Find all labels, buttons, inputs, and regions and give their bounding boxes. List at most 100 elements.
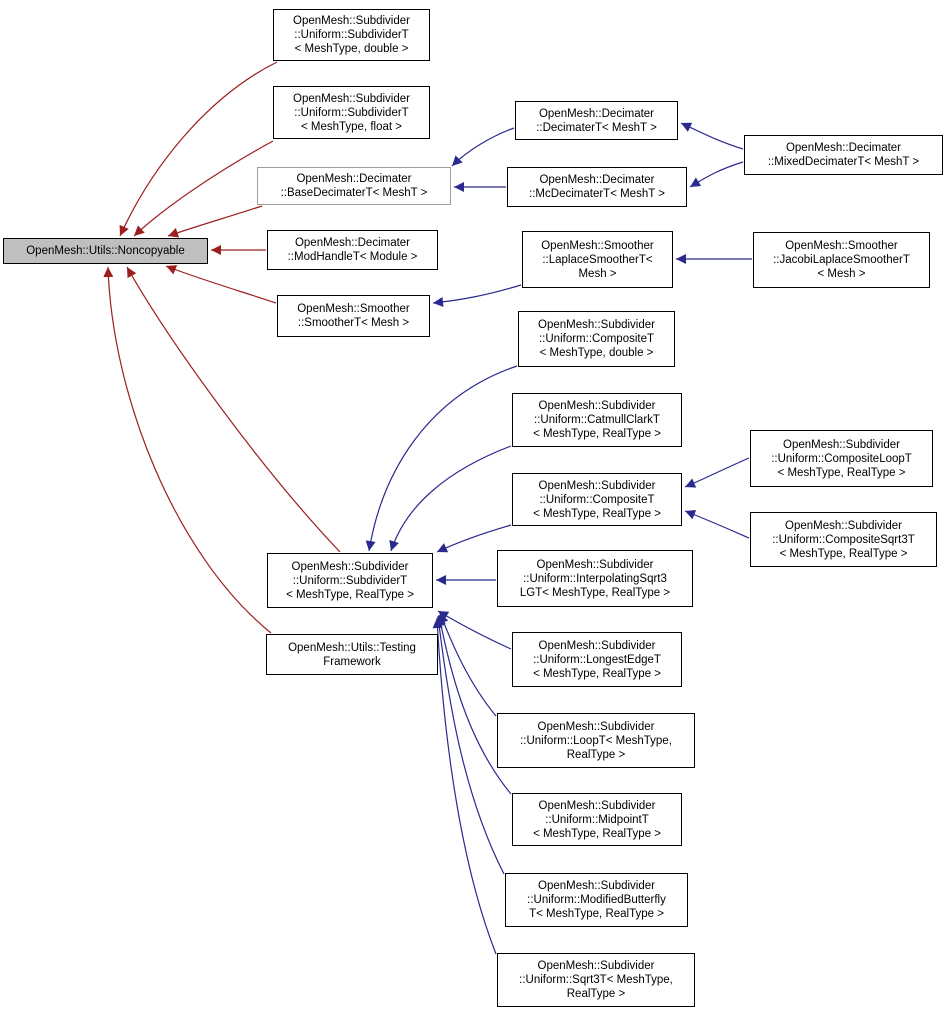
node-label-line: ::Uniform::SubdividerT: [294, 106, 409, 119]
node-label-line: ::LaplaceSmootherT<: [542, 253, 653, 266]
edge-testing-framework-to-noncopyable: [103, 266, 272, 634]
node-label-line: ::Uniform::CatmullClarkT: [534, 414, 660, 426]
edge-midpoint-to-subdivider-real: [435, 614, 512, 795]
node-composite-double[interactable]: OpenMesh::Subdivider::Uniform::Composite…: [518, 311, 675, 367]
node-label-line: ::DecimaterT< MeshT >: [536, 121, 657, 134]
node-label-line: T< MeshType, RealType >: [529, 908, 664, 920]
node-label-line: ::BaseDecimaterT< MeshT >: [280, 187, 428, 199]
node-label-line: OpenMesh::Smoother: [541, 239, 654, 252]
node-midpoint[interactable]: OpenMesh::Subdivider::Uniform::MidpointT…: [512, 793, 682, 846]
node-smoother[interactable]: OpenMesh::Smoother::SmootherT< Mesh >: [277, 295, 430, 337]
node-label-line: OpenMesh::Subdivider: [293, 92, 410, 105]
node-composite-real[interactable]: OpenMesh::Subdivider::Uniform::Composite…: [512, 473, 682, 526]
node-label-line: ::Uniform::InterpolatingSqrt3: [523, 572, 667, 585]
node-label-line: OpenMesh::Subdivider: [537, 960, 655, 972]
node-label-line: OpenMesh::Subdivider: [538, 799, 656, 812]
edge-catmull-clark-to-subdivider-real: [389, 445, 512, 552]
node-label-line: OpenMesh::Subdivider: [783, 438, 900, 451]
node-label-line: < MeshType, RealType >: [533, 667, 661, 680]
node-mod-handle[interactable]: OpenMesh::Decimater::ModHandleT< Module …: [267, 230, 438, 270]
node-label-line: OpenMesh::Decimater: [785, 142, 902, 154]
node-label-line: ::McDecimaterT< MeshT >: [529, 188, 665, 200]
node-composite-loop[interactable]: OpenMesh::Subdivider::Uniform::Composite…: [750, 430, 933, 487]
node-label-line: OpenMesh::Decimater: [538, 107, 655, 120]
node-label-line: OpenMesh::Decimater: [294, 237, 411, 249]
node-label-line: ::Uniform::SubdividerT: [294, 29, 409, 41]
node-catmull-clark[interactable]: OpenMesh::Subdivider::Uniform::CatmullCl…: [512, 393, 682, 447]
node-longest-edge[interactable]: OpenMesh::Subdivider::Uniform::LongestEd…: [512, 632, 682, 687]
edge-decimater-to-base-decimater: [451, 127, 515, 167]
node-label-line: < MeshType, double >: [294, 43, 409, 55]
node-label-line: OpenMesh::Smoother: [785, 240, 898, 252]
node-label-line: OpenMesh::Subdivider: [538, 400, 656, 412]
node-label-line: < MeshType, RealType >: [286, 588, 414, 601]
node-label-line: LGT< MeshType, RealType >: [519, 586, 671, 599]
node-label-line: ::Uniform::ModifiedButterfly: [527, 894, 666, 906]
node-label-line: ::Uniform::SubdividerT: [292, 574, 408, 587]
node-label-line: OpenMesh::Subdivider: [538, 319, 655, 331]
node-label-line: RealType >: [566, 748, 626, 761]
node-label-line: OpenMesh::Subdivider: [293, 15, 410, 27]
node-decimater[interactable]: OpenMesh::Decimater::DecimaterT< MeshT >: [515, 101, 678, 140]
node-label-line: < MeshType, RealType >: [533, 827, 661, 840]
node-label-line: < Mesh >: [817, 268, 866, 280]
node-subdivider-double[interactable]: OpenMesh::Subdivider::Uniform::Subdivide…: [273, 9, 430, 61]
node-label-line: ::Uniform::MidpointT: [545, 813, 649, 826]
edge-subdivider-double-to-noncopyable: [119, 61, 278, 237]
node-noncopyable: OpenMesh::Utils::Noncopyable: [3, 238, 208, 264]
node-label-line: ::Uniform::LoopT< MeshType,: [520, 734, 672, 747]
node-label-line: Framework: [323, 655, 381, 668]
node-label-line: < MeshType, double >: [539, 347, 654, 359]
node-label-line: OpenMesh::Decimater: [296, 173, 412, 185]
node-label-line: ::SmootherT< Mesh >: [297, 317, 410, 329]
node-label-line: < MeshType, RealType >: [533, 428, 661, 440]
node-label-line: OpenMesh::Subdivider: [537, 720, 655, 733]
node-label-line: OpenMesh::Utils::Testing: [288, 641, 416, 654]
edge-composite-sqrt3-to-composite-real: [684, 509, 750, 539]
node-sqrt3[interactable]: OpenMesh::Subdivider::Uniform::Sqrt3T< M…: [497, 953, 695, 1007]
edge-smoother-to-noncopyable: [165, 265, 277, 304]
node-subdivider-real[interactable]: OpenMesh::Subdivider::Uniform::Subdivide…: [267, 553, 433, 608]
edge-laplace-smoother-to-smoother: [432, 284, 522, 307]
node-label-line: OpenMesh::Subdivider: [785, 519, 902, 532]
node-label-line: ::Uniform::LongestEdgeT: [533, 653, 661, 666]
node-interpolating-sqrt3-lgt[interactable]: OpenMesh::Subdivider::Uniform::Interpola…: [497, 550, 693, 607]
node-label-line: OpenMesh::Utils::Noncopyable: [26, 245, 185, 257]
node-label-line: OpenMesh::Decimater: [539, 174, 655, 186]
node-label-line: OpenMesh::Subdivider: [538, 479, 656, 492]
node-base-decimater[interactable]: OpenMesh::Decimater::BaseDecimaterT< Mes…: [257, 167, 451, 205]
edge-subdivider-real-to-noncopyable: [126, 266, 341, 553]
node-laplace-smoother[interactable]: OpenMesh::Smoother::LaplaceSmootherT<Mes…: [522, 231, 673, 288]
node-label-line: < MeshType, RealType >: [533, 507, 661, 520]
node-label-line: ::JacobiLaplaceSmootherT: [773, 254, 910, 266]
node-label-line: ::ModHandleT< Module >: [287, 251, 418, 263]
edge-mixed-decimater-to-mc-decimater: [689, 161, 744, 188]
edge-composite-real-to-subdivider-real: [436, 524, 512, 553]
edge-modified-butterfly-to-subdivider-real: [434, 615, 505, 875]
node-label-line: ::Uniform::Sqrt3T< MeshType,: [519, 974, 673, 986]
edge-base-decimater-to-noncopyable: [167, 205, 263, 238]
node-label-line: < MeshType, RealType >: [777, 466, 906, 479]
edge-longest-edge-to-subdivider-real: [437, 610, 512, 650]
edge-mixed-decimater-to-decimater: [680, 122, 744, 150]
node-loop[interactable]: OpenMesh::Subdivider::Uniform::LoopT< Me…: [497, 713, 695, 768]
node-label-line: ::Uniform::CompositeLoopT: [771, 452, 912, 465]
node-mixed-decimater[interactable]: OpenMesh::Decimater::MixedDecimaterT< Me…: [744, 135, 943, 175]
node-jacobi-laplace-smoother[interactable]: OpenMesh::Smoother::JacobiLaplaceSmoothe…: [753, 232, 930, 288]
node-subdivider-float[interactable]: OpenMesh::Subdivider::Uniform::Subdivide…: [273, 86, 430, 139]
edge-subdivider-float-to-noncopyable: [133, 140, 274, 237]
node-label-line: OpenMesh::Subdivider: [538, 880, 655, 892]
node-label-line: OpenMesh::Subdivider: [538, 639, 656, 652]
node-modified-butterfly[interactable]: OpenMesh::Subdivider::Uniform::ModifiedB…: [505, 873, 688, 927]
edge-sqrt3-to-subdivider-real: [432, 617, 497, 955]
node-composite-sqrt3[interactable]: OpenMesh::Subdivider::Uniform::Composite…: [750, 512, 937, 567]
node-label-line: OpenMesh::Subdivider: [536, 558, 654, 571]
node-mc-decimater[interactable]: OpenMesh::Decimater::McDecimaterT< MeshT…: [507, 167, 687, 207]
node-label-line: < MeshType, float >: [300, 120, 402, 133]
node-label-line: ::MixedDecimaterT< MeshT >: [767, 156, 920, 168]
node-label-line: ::Uniform::CompositeT: [539, 493, 655, 506]
node-label-line: Mesh >: [578, 267, 617, 280]
